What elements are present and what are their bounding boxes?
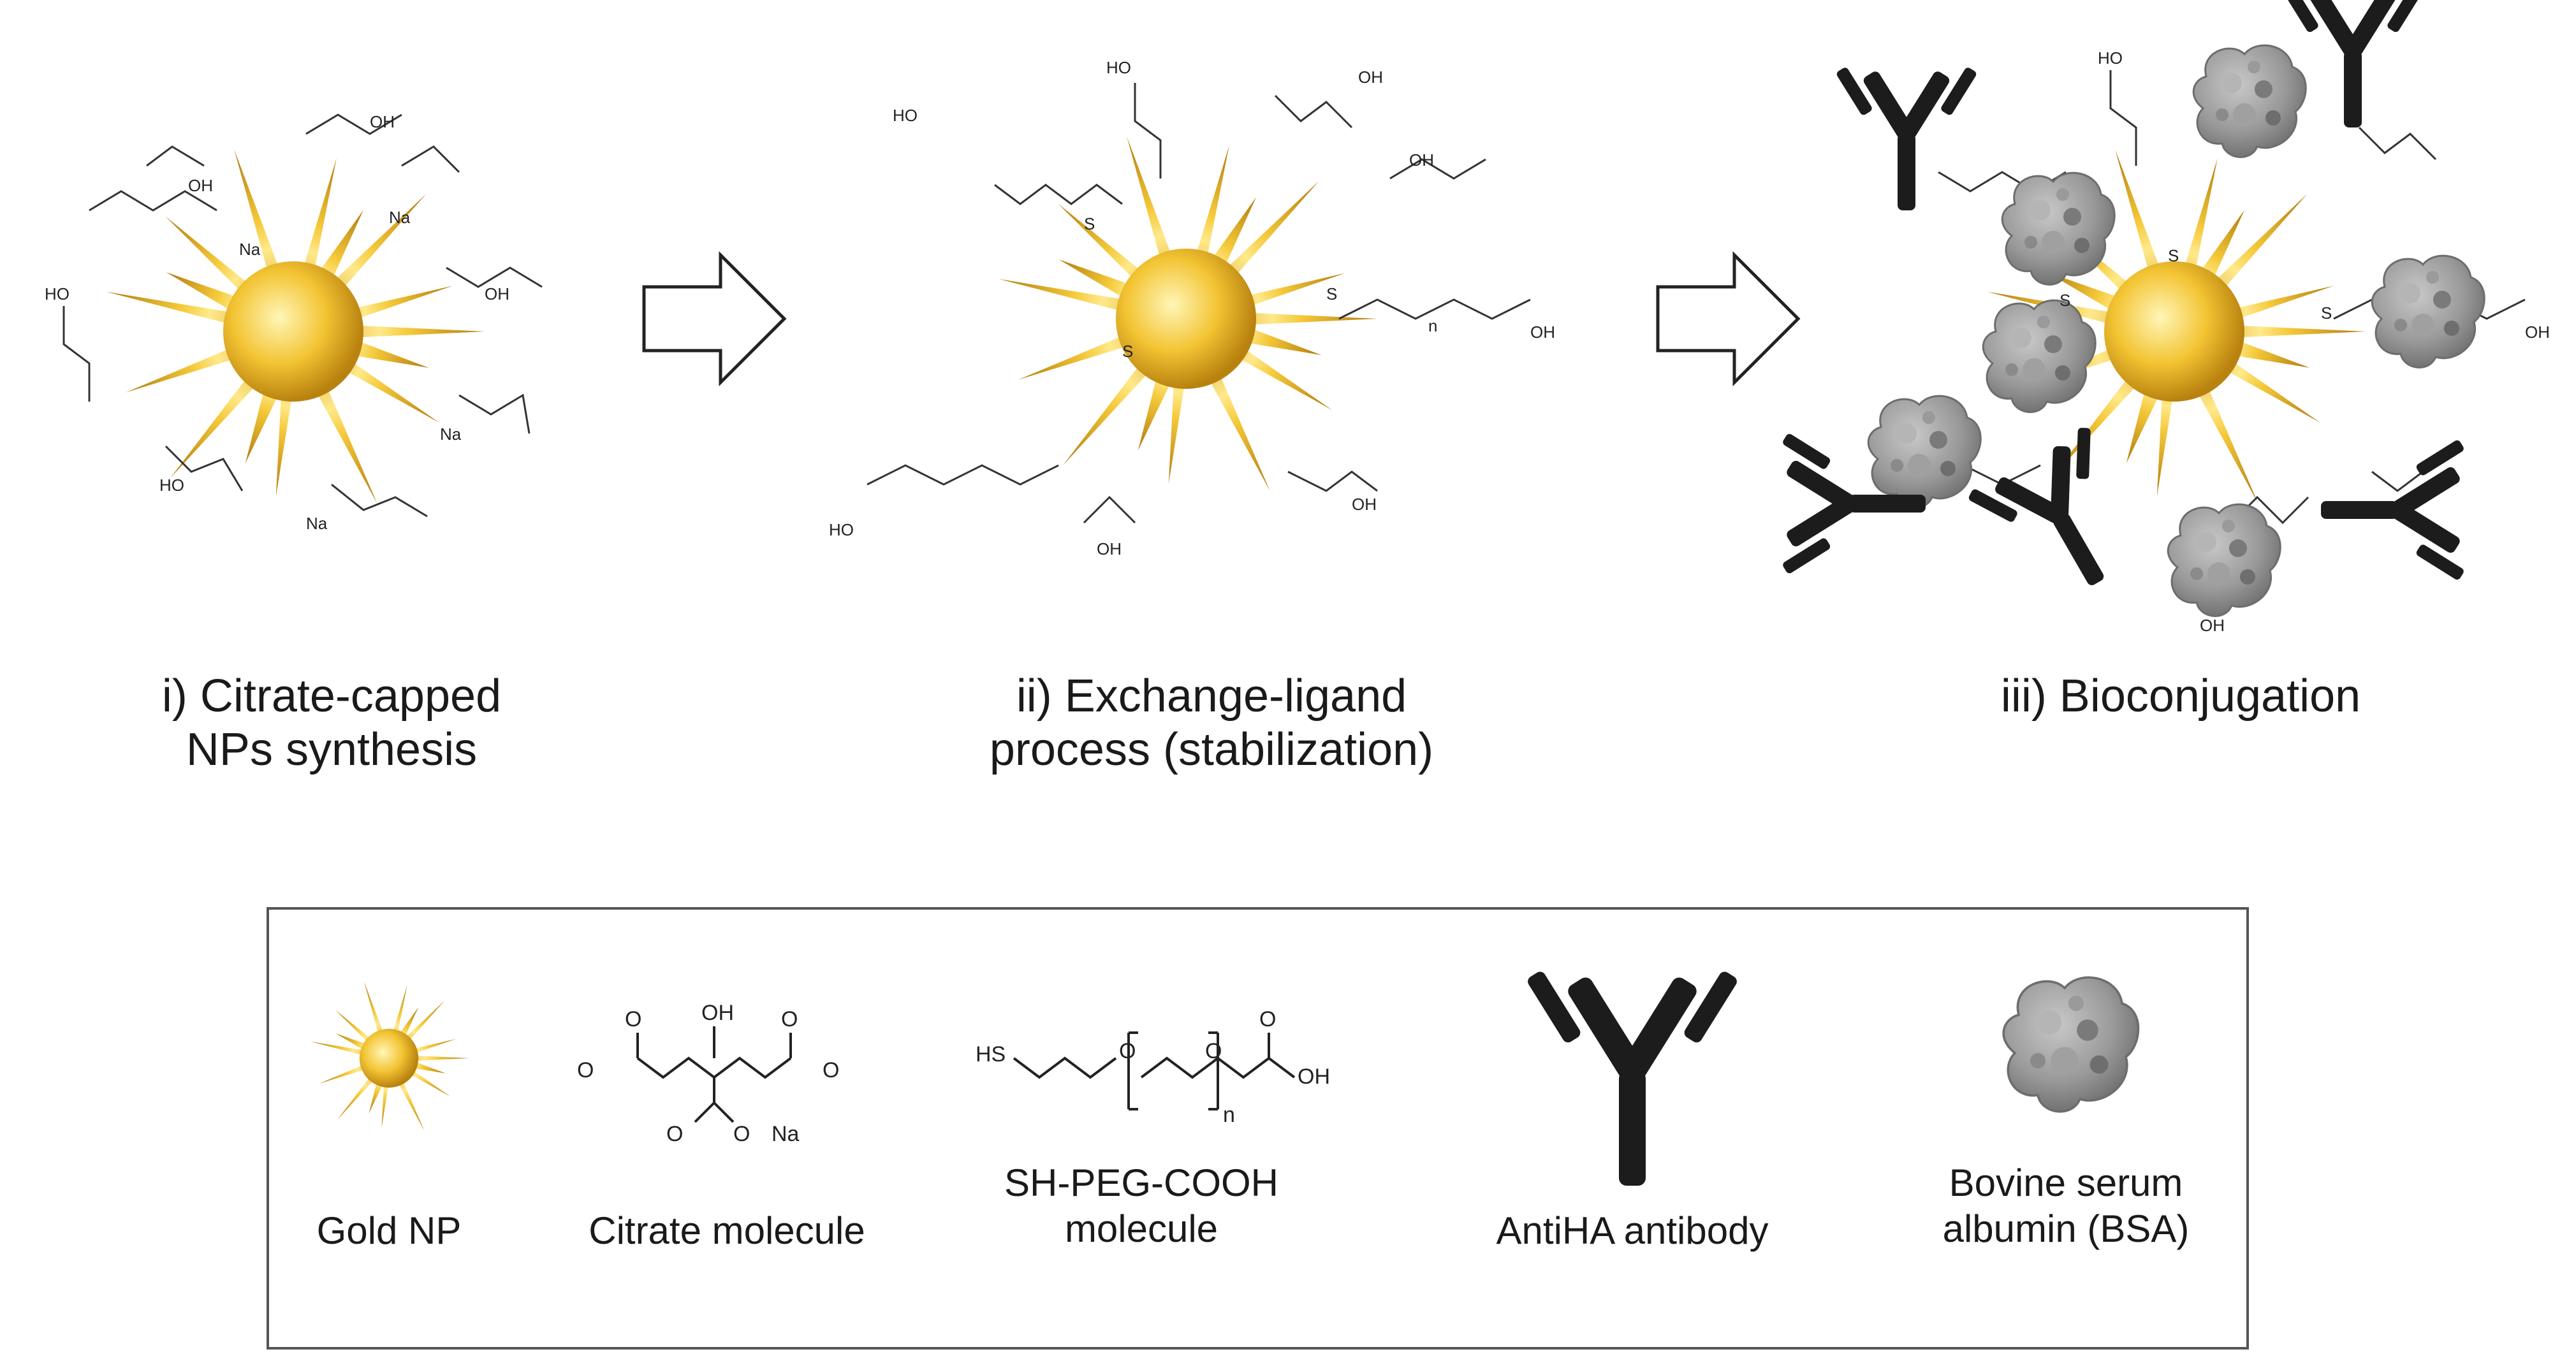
process-arrow-1 — [642, 251, 787, 387]
peg-hs-label: HS — [976, 1042, 1006, 1066]
svg-text:OH: OH — [1530, 323, 1555, 342]
step-1-line1: i) Citrate-capped — [161, 671, 502, 722]
step-2-label: ii) Exchange-ligand process (stabilizati… — [918, 669, 1505, 776]
svg-text:S: S — [1122, 342, 1133, 361]
svg-text:Na: Na — [389, 208, 411, 227]
legend-label-citrate: Citrate molecule — [548, 1208, 905, 1254]
svg-text:n: n — [1428, 316, 1437, 335]
svg-text:S: S — [2321, 303, 2332, 323]
legend-bsa-icon — [2002, 976, 2140, 1113]
svg-text:O: O — [1259, 1007, 1276, 1031]
svg-text:O: O — [1119, 1039, 1136, 1063]
step-3-label: iii) Bioconjugation — [1913, 669, 2448, 723]
svg-text:S: S — [2060, 291, 2070, 310]
svg-text:OH: OH — [2200, 616, 2225, 635]
citrate-na-label: Na — [772, 1122, 800, 1146]
svg-text:Na: Na — [306, 514, 328, 533]
svg-text:OH: OH — [1409, 150, 1434, 170]
legend-peg-line2: molecule — [1064, 1207, 1218, 1250]
legend-bsa-line1: Bovine serum — [1949, 1161, 2183, 1204]
legend-bsa-line2: albumin (BSA) — [1942, 1207, 2190, 1250]
svg-text:O: O — [781, 1007, 798, 1031]
svg-text:OH: OH — [1352, 495, 1377, 514]
citrate-capped-nanostar: OH OH HO OH Na Na Na Na HO — [45, 112, 543, 533]
step-2-line1: ii) Exchange-ligand — [1016, 671, 1407, 722]
process-arrow-2 — [1656, 251, 1801, 387]
peg-n-label: n — [1223, 1103, 1235, 1127]
step-1-label: i) Citrate-capped NPs synthesis — [89, 669, 574, 776]
conjugate-atom-labels: HO OH OH S S S — [2060, 48, 2550, 635]
svg-text:O: O — [733, 1122, 750, 1146]
svg-text:HO: HO — [893, 106, 918, 125]
legend-label-antibody: AntiHA antibody — [1435, 1208, 1830, 1254]
legend-gold-np-icon — [309, 980, 469, 1132]
svg-text:O: O — [823, 1058, 839, 1082]
svg-text:O: O — [666, 1122, 683, 1146]
legend-box — [267, 907, 2249, 1350]
legend-peg-line1: SH-PEG-COOH — [1004, 1161, 1279, 1204]
svg-text:OH: OH — [1097, 539, 1122, 558]
peg-chains — [867, 83, 1531, 524]
svg-text:S: S — [2168, 246, 2179, 265]
svg-text:O: O — [625, 1007, 641, 1031]
svg-text:OH: OH — [370, 112, 395, 131]
step-1-line2: NPs synthesis — [186, 724, 478, 775]
svg-text:HO: HO — [829, 520, 854, 539]
svg-text:OH: OH — [1358, 68, 1383, 87]
svg-text:O: O — [577, 1058, 594, 1082]
svg-text:Na: Na — [239, 240, 261, 259]
legend-peg-structure: HS O O O OH n — [976, 1007, 1330, 1127]
svg-text:OH: OH — [485, 284, 509, 303]
legend-gold-np-line1: Gold NP — [316, 1209, 462, 1252]
legend-citrate-line1: Citrate molecule — [589, 1209, 865, 1252]
svg-text:Na: Na — [440, 425, 462, 444]
citrate-oh-label: OH — [701, 1001, 734, 1025]
svg-text:OH: OH — [188, 176, 213, 195]
step-3-line1: iii) Bioconjugation — [2000, 671, 2361, 722]
svg-text:S: S — [1084, 214, 1095, 233]
svg-text:OH: OH — [2525, 323, 2550, 342]
step-2-line2: process (stabilization) — [989, 724, 1434, 775]
citrate-ligands — [62, 113, 543, 518]
svg-text:HO: HO — [2098, 48, 2123, 68]
peg-oh-label: OH — [1298, 1065, 1330, 1089]
svg-text:HO: HO — [159, 476, 184, 495]
peg-atom-labels: HO HO OH OH OH S S S HO OH OH n — [829, 58, 1555, 558]
legend-citrate-structure: OH O O O O O O Na — [577, 1001, 839, 1146]
bioconjugated-nanostar: HO OH OH S S S — [1781, 0, 2550, 635]
legend-label-peg: SH-PEG-COOH molecule — [944, 1160, 1339, 1252]
svg-text:HO: HO — [45, 284, 70, 303]
svg-text:HO: HO — [1106, 58, 1131, 77]
svg-text:S: S — [1326, 284, 1337, 303]
legend-label-bsa: Bovine serum albumin (BSA) — [1900, 1160, 2232, 1252]
svg-text:O: O — [1205, 1039, 1222, 1063]
legend-antibody-icon — [1525, 969, 1739, 1186]
peg-stabilized-nanostar: HO HO OH OH OH S S S HO OH OH n — [829, 58, 1555, 558]
legend-label-gold-np: Gold NP — [274, 1208, 504, 1254]
legend-antibody-line1: AntiHA antibody — [1496, 1209, 1769, 1252]
citrate-atom-labels: OH OH HO OH Na Na Na Na HO — [45, 112, 509, 533]
